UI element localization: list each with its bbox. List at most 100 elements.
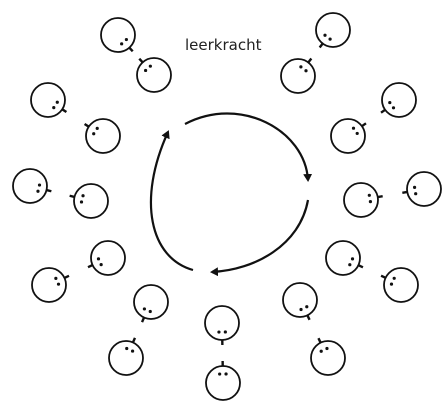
student-head — [108, 337, 144, 376]
student-head — [30, 82, 68, 118]
head-circle — [381, 82, 417, 118]
student-head — [133, 284, 169, 323]
eye-dot — [55, 100, 59, 104]
head-circle — [90, 240, 126, 276]
eye-dot — [148, 64, 152, 68]
student-head — [280, 57, 316, 94]
student-head — [69, 183, 109, 219]
nose-tick — [87, 263, 94, 269]
eye-dot — [95, 126, 99, 130]
eye-dot — [96, 257, 101, 261]
student-head — [136, 57, 172, 93]
student-head — [83, 118, 121, 154]
nose-tick — [307, 57, 313, 64]
head-circle — [85, 118, 121, 154]
head-circle — [205, 365, 241, 401]
eye-dot — [350, 257, 355, 261]
eye-dot — [392, 276, 396, 280]
nose-tick — [402, 190, 408, 194]
student-head — [380, 82, 417, 118]
eye-dot — [355, 131, 359, 136]
eye-dot — [319, 349, 323, 353]
eye-dot — [92, 132, 96, 136]
head-circle — [133, 284, 169, 320]
head-circle — [12, 168, 48, 204]
nose-tick — [46, 188, 52, 193]
student-head — [402, 171, 442, 207]
student-head — [315, 12, 351, 49]
student-head — [87, 240, 126, 276]
student-head — [310, 337, 346, 376]
nose-tick — [140, 317, 146, 323]
head-circle — [73, 183, 109, 219]
head-circle — [325, 240, 361, 276]
head-circle — [100, 17, 136, 53]
student-head — [204, 305, 240, 346]
eye-dot — [218, 372, 222, 376]
student-head — [380, 267, 419, 303]
student-head — [330, 118, 367, 154]
cycle-arrow-right — [210, 199, 310, 277]
head-circle — [31, 267, 67, 303]
nose-tick — [306, 314, 311, 321]
head-circle — [136, 57, 172, 93]
nose-tick — [63, 274, 70, 280]
nose-tick — [318, 42, 324, 49]
eye-dot — [412, 185, 417, 189]
eye-dot — [389, 282, 394, 286]
head-circle — [280, 58, 316, 94]
eye-dot — [125, 346, 129, 351]
nose-tick — [131, 337, 137, 343]
head-circle — [343, 182, 379, 218]
eye-dot — [142, 307, 147, 311]
eye-dot — [328, 37, 332, 41]
head-circle — [282, 282, 318, 318]
nose-tick — [317, 337, 322, 344]
nose-tick — [128, 46, 134, 53]
student-head — [205, 360, 241, 401]
head-circle — [310, 340, 346, 376]
eye-dot — [124, 37, 128, 42]
cycle-arrow-top — [184, 112, 313, 182]
head-circle — [330, 118, 366, 154]
eye-dot — [81, 194, 85, 198]
eye-dot — [120, 42, 124, 46]
nose-tick — [361, 122, 367, 128]
student-head — [282, 282, 318, 321]
eye-dot — [299, 307, 303, 312]
student-head — [31, 267, 70, 303]
student-head — [100, 17, 136, 53]
eye-dot — [348, 263, 352, 267]
eye-dot — [391, 106, 396, 110]
nose-tick — [380, 274, 387, 279]
nose-tick — [69, 194, 75, 199]
eye-dot — [79, 200, 84, 204]
center-cycle — [149, 112, 313, 277]
nose-tick — [380, 108, 386, 114]
student-head — [12, 168, 52, 204]
head-circle — [30, 82, 66, 118]
nose-tick — [61, 108, 68, 114]
student-head — [325, 240, 364, 276]
head-circle — [315, 12, 351, 48]
eye-dot — [54, 276, 58, 280]
eye-dot — [56, 282, 61, 286]
eye-dot — [224, 372, 228, 376]
eye-dot — [368, 200, 373, 204]
eye-dot — [99, 263, 103, 267]
eye-dot — [325, 346, 329, 351]
eye-dot — [367, 193, 371, 197]
eye-dot — [323, 33, 327, 37]
eye-dot — [36, 189, 40, 193]
eye-dot — [217, 330, 221, 334]
student-heads — [12, 12, 442, 401]
eye-dot — [299, 65, 303, 69]
eye-dot — [148, 309, 152, 314]
eye-dot — [130, 349, 135, 353]
nose-tick — [138, 57, 144, 64]
eye-dot — [351, 126, 356, 130]
eye-dot — [52, 106, 56, 110]
nose-tick — [83, 122, 90, 128]
eye-dot — [414, 192, 418, 196]
